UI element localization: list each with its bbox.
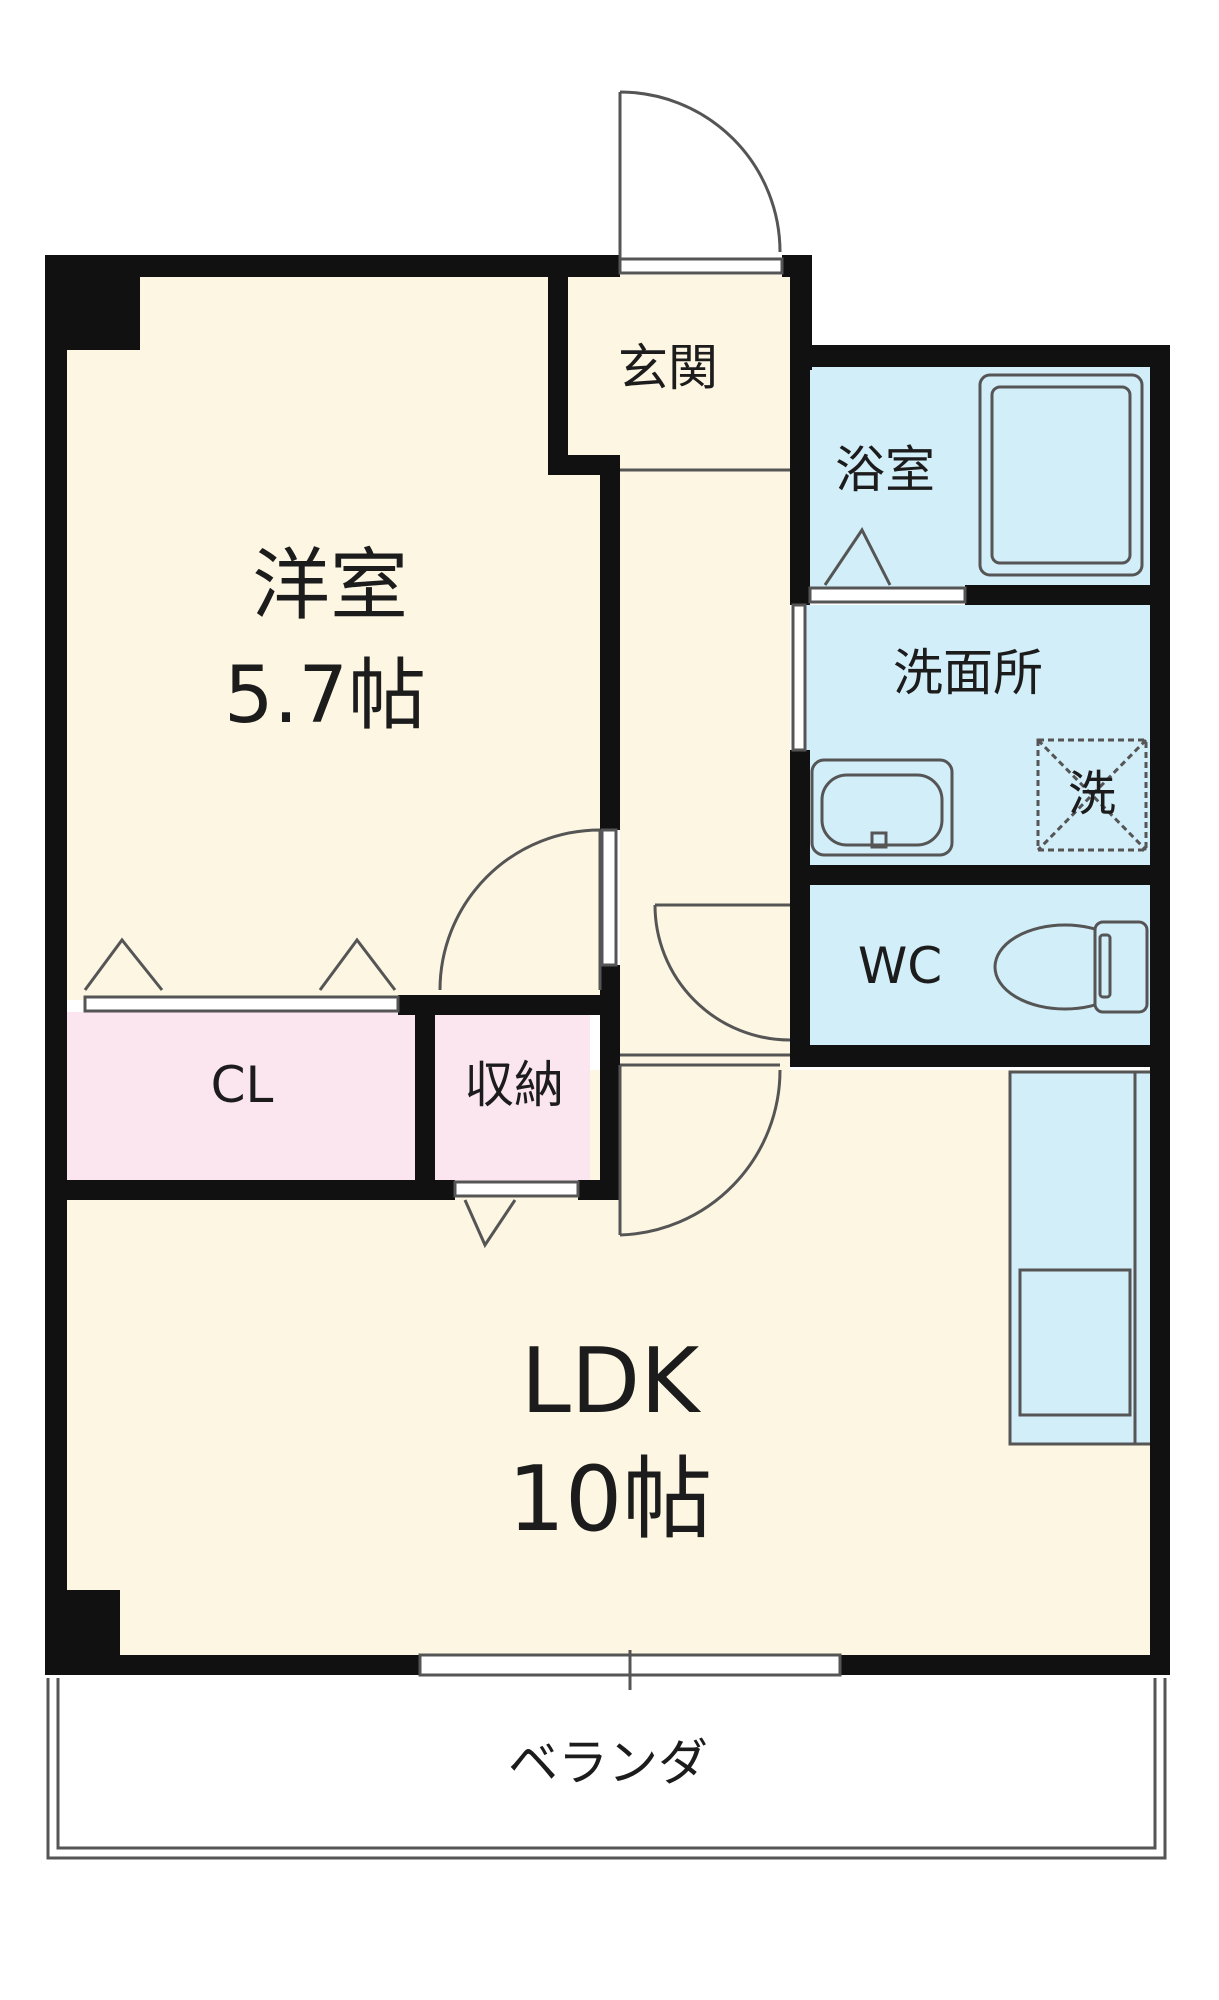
wall-western-right <box>600 455 620 830</box>
wall-wet-left-bottom <box>790 880 810 1060</box>
washer-space <box>1036 738 1148 852</box>
doors <box>83 90 892 1249</box>
veranda-name: ベランダ <box>508 1734 708 1792</box>
entrance-door-frame <box>618 257 784 275</box>
bathtub-inner <box>990 385 1132 565</box>
ldk-door <box>618 1063 782 1237</box>
wall-closet-top-left <box>45 995 65 1015</box>
wall-bottom-left <box>45 1655 420 1675</box>
wc-door <box>653 903 791 1042</box>
kitchen-sink <box>1018 1268 1132 1417</box>
storage-name: 収納 <box>464 1056 564 1114</box>
wall-top-left <box>45 255 575 277</box>
closet-slide-marker-1 <box>83 937 164 991</box>
wall-entrance-left <box>548 255 568 470</box>
toilet-tank <box>1093 920 1149 1014</box>
washbasin <box>810 758 954 857</box>
storage-floor <box>435 1012 590 1190</box>
western-room-floor <box>55 275 605 1000</box>
wall-western-right-lower <box>600 965 620 1180</box>
bath-door-frame <box>808 586 967 604</box>
washbasin-inner <box>820 773 944 847</box>
wall-bath-bottom-right <box>965 585 1160 605</box>
veranda <box>46 1678 1167 1860</box>
walls <box>45 255 1170 1675</box>
veranda-rail-inner <box>56 1678 1157 1850</box>
wall-top-right <box>790 345 1170 367</box>
washbasin-tap <box>870 831 888 849</box>
wall-top-entrance-left <box>555 255 620 277</box>
storage-door-frame <box>453 1180 580 1198</box>
wall-closet-divider <box>415 995 435 1195</box>
toilet-lid <box>1098 933 1112 999</box>
washer-name: 洗 <box>1068 766 1116 822</box>
storage-slide-marker <box>463 1199 517 1249</box>
wall-left <box>45 255 67 1675</box>
washer-cross <box>1036 738 1148 852</box>
wall-bottom-right <box>840 1655 1170 1675</box>
closet-door-frame <box>83 995 400 1013</box>
closet-slide-marker-2 <box>318 937 397 991</box>
hallway-floor <box>620 470 790 1070</box>
wall-closet-bottom-right <box>578 1180 620 1200</box>
entrance-door <box>618 90 782 258</box>
western-door-frame <box>600 828 618 967</box>
column-top-left <box>45 255 140 350</box>
washroom-name: 洗面所 <box>893 644 1043 702</box>
ldk-floor-upper <box>600 1070 800 1220</box>
western-room-door <box>438 828 602 991</box>
veranda-rail <box>46 1678 1167 1860</box>
bathroom-name: 浴室 <box>835 441 935 499</box>
wall-right <box>1150 345 1170 1675</box>
western-room-name: 洋室 <box>252 541 408 631</box>
wall-wet-left-top <box>790 345 810 605</box>
labels: 洋室 5.7帖 玄関 浴室 洗面所 洗 WC CL 収納 LDK 10帖 ベラン… <box>211 339 1116 1792</box>
wall-wc-bottom <box>790 1045 1160 1067</box>
windows <box>83 257 967 1690</box>
bath-slide-marker <box>823 527 892 586</box>
toilet-name: WC <box>858 937 942 995</box>
ldk-name: LDK <box>521 1329 701 1434</box>
bathtub <box>978 373 1144 577</box>
wall-entrance-right <box>790 255 812 370</box>
entrance-floor <box>565 275 790 470</box>
ldk-size: 10帖 <box>508 1447 713 1552</box>
wall-bath-bottom-left <box>790 585 810 605</box>
wall-wash-bottom <box>790 865 1160 885</box>
fixtures <box>810 373 1149 1444</box>
closet-floor <box>67 1012 417 1190</box>
western-room-size: 5.7帖 <box>224 651 426 741</box>
entrance-name: 玄関 <box>618 339 718 397</box>
wall-wet-left-mid <box>790 750 810 870</box>
wash-door-frame <box>791 603 807 752</box>
closet-name: CL <box>211 1056 274 1114</box>
wall-closet-top-right <box>398 995 620 1015</box>
wall-closet-bottom-left <box>45 1180 455 1200</box>
